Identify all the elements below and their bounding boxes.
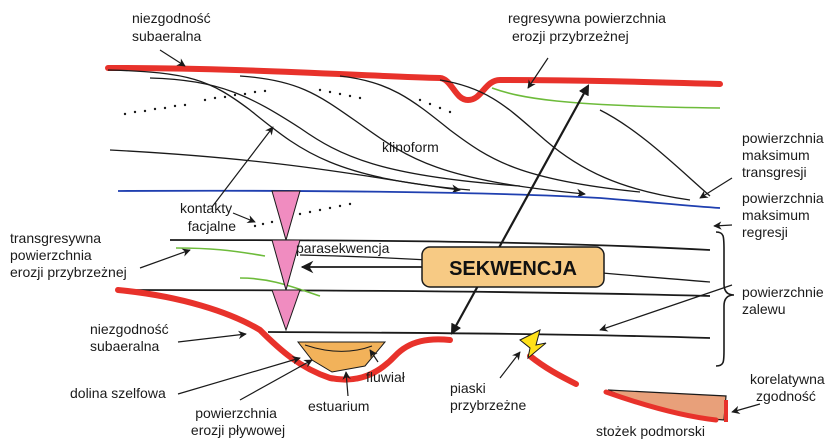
top-subaerial-unconformity [108, 68, 720, 100]
facies-dots-mid [254, 203, 351, 227]
label-regressive-surface: regresywna powierzchnia erozji przybrzeż… [508, 10, 670, 44]
label-transgressive-surface: transgresywna powierzchnia erozji przybr… [10, 230, 127, 280]
label-tidal-erosion: powierzchnia erozji pływowej [191, 405, 285, 438]
label-facies-contacts: kontakty facjalne [180, 200, 236, 234]
facies-dots-top [124, 89, 451, 115]
submarine-fan [608, 390, 726, 420]
clinoforms [108, 70, 710, 200]
label-clinoform: klinoform [382, 139, 439, 155]
flooding-brace [716, 232, 734, 366]
label-sequence: SEKWENCJA [449, 258, 577, 280]
label-flooding-surfaces: powierzchnie zalewu [742, 284, 828, 317]
label-unconformity-bottom: niezgodność subaeralna [90, 321, 173, 354]
label-coastal-sands: piaski przybrzeżne [450, 380, 526, 413]
label-max-regression: powierzchnia maksimum regresji [742, 190, 828, 240]
green-regressive-line-top [492, 88, 720, 108]
sequence-double-arrow [452, 86, 588, 333]
label-parasequence: parasekwencja [296, 240, 390, 256]
label-submarine-fan: stożek podmorski [596, 423, 705, 439]
parasequence-triangles [272, 191, 300, 330]
green-transgressive-line-1 [176, 248, 265, 256]
label-estuary: estuarium [308, 398, 369, 414]
bottom-unconformity-seaward [530, 356, 576, 384]
label-fluvial: fluwiał [366, 369, 406, 385]
label-shelf-valley: dolina szelfowa [70, 385, 166, 401]
label-correlative-conformity: korelatywna zgodność [750, 371, 829, 404]
label-unconformity-top: niezgodność subaeralna [132, 10, 215, 44]
label-max-flooding: powierzchnia maksimum transgresji [742, 130, 828, 180]
